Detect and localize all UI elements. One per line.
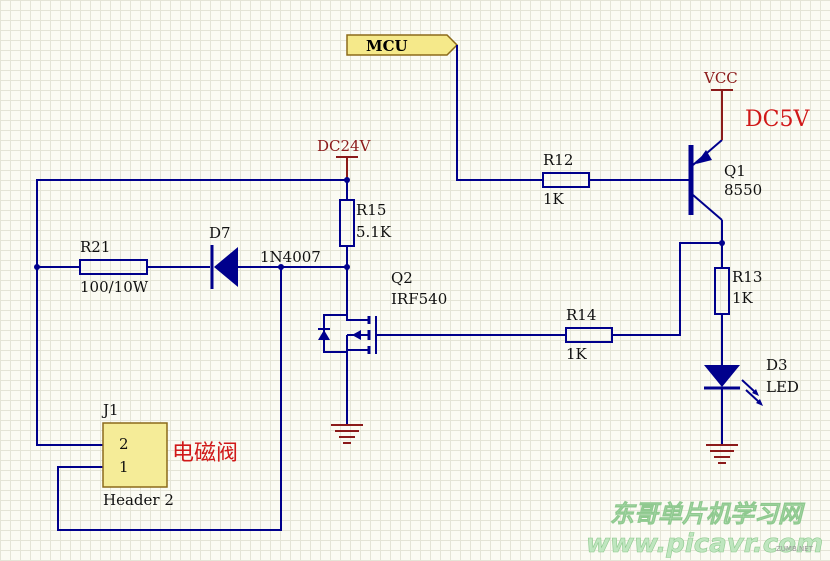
led-d3: D3 LED xyxy=(704,356,799,406)
j1-pin-1: 1 xyxy=(119,458,129,476)
r21-ref: R21 xyxy=(80,238,110,256)
resistor-r13: R13 1K xyxy=(714,267,762,315)
wire-24v-left-bus xyxy=(36,179,347,446)
d3-ref: D3 xyxy=(766,356,788,374)
q1-ref: Q1 xyxy=(724,162,746,180)
q2-value: IRF540 xyxy=(391,290,447,308)
r13-value: 1K xyxy=(732,289,754,307)
q1-value: 8550 xyxy=(724,181,762,199)
r15-ref: R15 xyxy=(356,201,386,219)
wire-collector-r14 xyxy=(612,242,722,336)
resistor-r15: R15 5.1K xyxy=(339,199,392,247)
resistor-r12: R12 1K xyxy=(542,151,590,208)
q2-ref: Q2 xyxy=(391,269,413,287)
connector-j1: J1 2 1 Header 2 xyxy=(101,401,174,509)
d7-ref: D7 xyxy=(209,224,231,242)
watermark-corner: ZUMB.NET xyxy=(776,545,814,553)
dc5v-annotation: DC5V xyxy=(745,107,810,132)
watermark-site-name: 东哥单片机学习网 xyxy=(610,500,806,528)
ground-symbol-mosfet xyxy=(331,424,363,444)
r14-ref: R14 xyxy=(566,306,596,324)
r12-ref: R12 xyxy=(543,151,573,169)
d7-value: 1N4007 xyxy=(260,248,321,266)
r13-ref: R13 xyxy=(732,268,762,286)
solenoid-valve-annotation: 电磁阀 xyxy=(172,441,238,466)
r21-value: 100/10W xyxy=(80,278,149,296)
r14-value: 1K xyxy=(566,345,588,363)
j1-value: Header 2 xyxy=(103,491,174,509)
ground-symbol-led xyxy=(706,444,738,464)
vcc-power-port: VCC xyxy=(703,69,738,140)
j1-pin-2: 2 xyxy=(119,435,129,453)
mcu-port-label: MCU xyxy=(366,37,408,55)
q1-emitter-arrow xyxy=(696,150,712,164)
resistor-r14: R14 1K xyxy=(565,306,613,363)
mcu-port: MCU xyxy=(346,34,459,56)
mosfet-q2: Q2 IRF540 xyxy=(318,269,447,364)
d3-value: LED xyxy=(766,378,799,396)
watermark-url: www.picavr.com xyxy=(586,529,823,559)
wire-mcu-r12 xyxy=(456,45,543,181)
r15-value: 5.1K xyxy=(356,223,392,241)
transistor-q1: Q1 8550 xyxy=(688,139,762,221)
vcc-label: VCC xyxy=(703,69,738,87)
r12-value: 1K xyxy=(543,190,565,208)
wire-drain-j1-pin1 xyxy=(57,267,282,531)
dc24v-power-port: DC24V xyxy=(317,137,372,180)
j1-ref: J1 xyxy=(101,401,119,419)
resistor-r21: R21 100/10W xyxy=(79,238,149,296)
diode-d7: D7 1N4007 xyxy=(209,224,321,289)
dc24v-label: DC24V xyxy=(317,137,372,155)
